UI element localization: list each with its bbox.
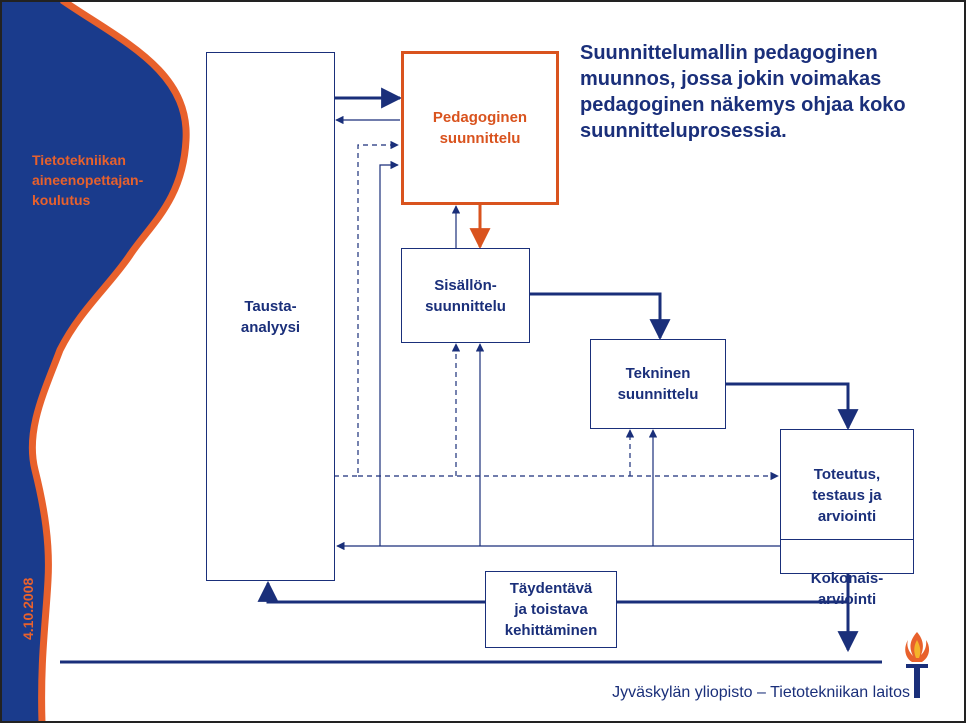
box-taustaanalyysi: Tausta- analyysi [206, 52, 335, 581]
university-torch-logo [905, 632, 930, 698]
arrow-sisallon-to-tekninen [530, 292, 671, 341]
box-sisallonsuunnittelu: Sisällön- suunnittelu [401, 248, 530, 343]
footer-text: Jyväskylän yliopisto – Tietotekniikan la… [612, 684, 910, 701]
sidebar-title: Tietotekniikan aineenopettajan- koulutus [32, 152, 144, 208]
sidebar-wave-outline [28, 0, 190, 723]
box-kokonais-label: Kokonais- arviointi [810, 569, 884, 608]
box-pedagoginen-label: Pedagoginen suunnittelu [432, 109, 528, 147]
box-taustaanalyysi-label: Tausta- analyysi [240, 297, 301, 336]
box-pedagoginen-suunnittelu: Pedagoginen suunnittelu [401, 51, 559, 205]
arrow-tekninen-to-toteutus [726, 382, 859, 431]
slide-date: 4.10.2008 [20, 577, 36, 640]
box-taydentava-kehittaminen: Täydentävä ja toistava kehittäminen [485, 571, 617, 648]
box-taydentava-label: Täydentävä ja toistava kehittäminen [504, 580, 598, 639]
slide-headline: Suunnittelumallin pedagoginen muunnos, j… [580, 42, 906, 142]
feedback-to-pedagoginen [379, 160, 399, 546]
box-toteutus-label: Toteutus, testaus ja arviointi [812, 465, 882, 525]
box-kokonais-section: Kokonais- arviointi [781, 561, 913, 616]
arrow-iterative-to-tausta [257, 580, 848, 604]
box-toteutus: Toteutus, testaus ja arviointi Kokonais-… [780, 429, 914, 608]
box-toteutus-section: Toteutus, testaus ja arviointi [781, 451, 913, 540]
box-tekninen-suunnittelu: Tekninen suunnittelu [590, 339, 726, 429]
box-tekninen-label: Tekninen suunnittelu [617, 365, 699, 403]
dashed-feedback-to-pedagoginen [334, 140, 399, 477]
box-sisallon-label: Sisällön- suunnittelu [425, 276, 506, 315]
